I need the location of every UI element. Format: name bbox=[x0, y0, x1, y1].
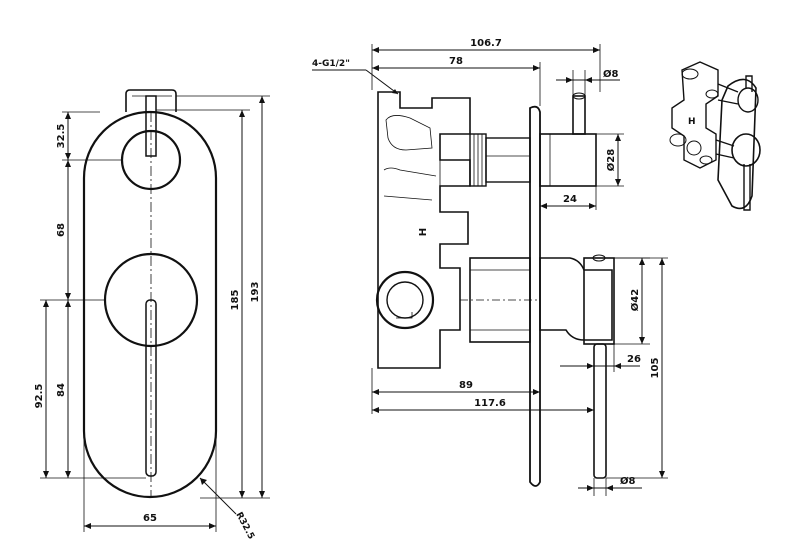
iso-body-letter-h: H bbox=[688, 117, 696, 127]
dim-106-7-label: 106.7 bbox=[470, 38, 502, 49]
side-view: H 106.7 bbox=[312, 38, 668, 496]
dim-68-label: 68 bbox=[56, 223, 67, 237]
dim-dia8-top-label: Ø8 bbox=[603, 68, 619, 80]
dim-185-label: 185 bbox=[230, 290, 241, 311]
dim-89-label: 89 bbox=[459, 380, 473, 391]
dim-r32-5-label: R32.5 bbox=[233, 511, 256, 541]
dim-193-label: 193 bbox=[250, 282, 261, 303]
front-plate-outline bbox=[82, 110, 218, 499]
dim-65-label: 65 bbox=[143, 513, 157, 524]
dim-105-label: 105 bbox=[650, 358, 661, 379]
body-letter-h: H bbox=[418, 228, 429, 236]
dim-26-label: 26 bbox=[627, 354, 641, 365]
cover-plate bbox=[529, 105, 541, 487]
thread-outlet bbox=[375, 270, 435, 330]
dim-thread-label: 4-G1/2" bbox=[312, 59, 350, 69]
dim-32-5-label: 32.5 bbox=[56, 124, 67, 149]
bottom-lever bbox=[593, 343, 607, 479]
front-view: 32.5 68 92.5 84 185 193 65 R32.5 bbox=[34, 89, 270, 541]
top-handle-body bbox=[539, 133, 597, 187]
iso-plate bbox=[717, 78, 757, 210]
dim-24-label: 24 bbox=[563, 194, 577, 205]
dim-dia42-label: Ø42 bbox=[629, 289, 641, 311]
dim-78-label: 78 bbox=[449, 56, 463, 67]
iso-view: H bbox=[669, 61, 761, 211]
bottom-handle-cap bbox=[583, 257, 615, 345]
front-top-tab bbox=[125, 89, 177, 112]
dim-dia8-bottom-label: Ø8 bbox=[620, 475, 636, 487]
iso-body bbox=[671, 61, 719, 169]
bottom-handle-body bbox=[539, 257, 613, 341]
dim-dia28-label: Ø28 bbox=[605, 149, 617, 171]
dim-92-5-label: 92.5 bbox=[34, 384, 45, 409]
dim-84-label: 84 bbox=[56, 383, 67, 397]
top-spindle-shaft bbox=[485, 137, 531, 183]
dim-117-6-label: 117.6 bbox=[474, 398, 506, 409]
top-handle-stem bbox=[572, 95, 586, 135]
